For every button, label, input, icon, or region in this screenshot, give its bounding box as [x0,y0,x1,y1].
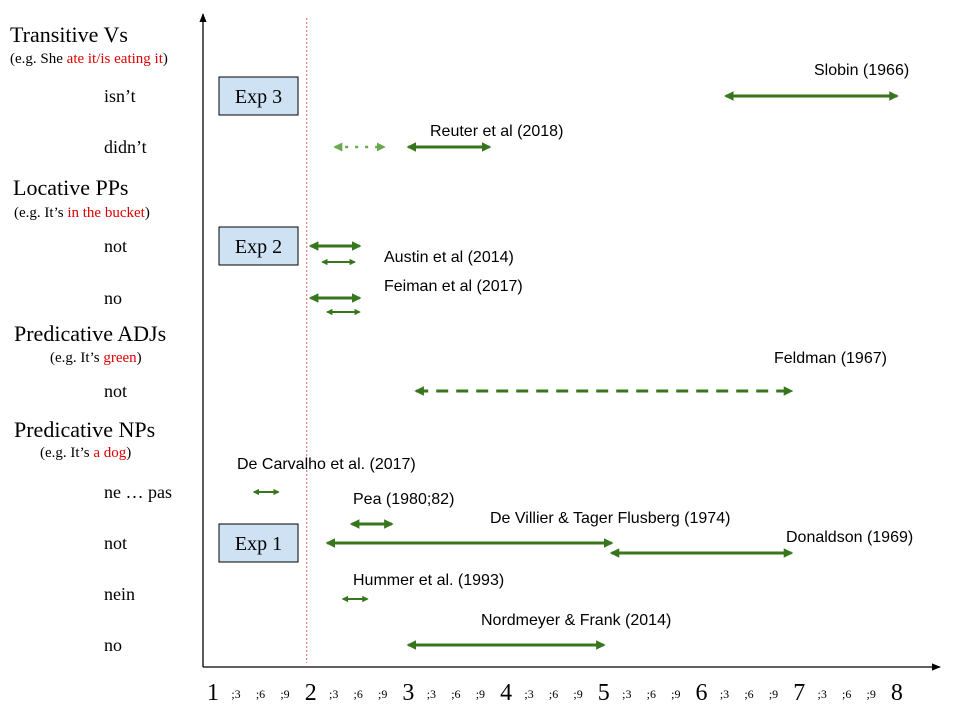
x-tick-minor: ;3 [818,687,827,701]
x-tick-minor: ;6 [354,687,363,701]
row-labels: Transitive Vs (e.g. She ate it/is eating … [10,22,172,655]
x-tick-minor: ;3 [427,687,436,701]
example-suffix: ) [145,205,150,221]
row-label: not [104,533,127,553]
example-prefix: (e.g. It’s [14,205,67,221]
category-example: (e.g. It’s a dog) [40,445,131,461]
x-tick-major-7: 7 [793,680,805,706]
category-title: Predicative NPs [14,417,155,442]
x-tick-minor: ;9 [573,687,582,701]
example-prefix: (e.g. It’s [50,350,103,366]
category-example: (e.g. It’s in the bucket) [14,205,150,221]
x-tick-minor: ;6 [842,687,851,701]
study-label: Feiman et al (2017) [384,278,523,295]
x-tick-minor: ;9 [476,687,485,701]
example-suffix: ) [163,51,168,67]
example-suffix: ) [137,350,142,366]
x-tick-major-8: 8 [891,680,903,706]
study-label: Reuter et al (2018) [430,123,563,140]
row-label: no [104,635,122,655]
x-tick-major-6: 6 [696,680,708,706]
row-label: not [104,381,127,401]
x-tick-minor: ;3 [231,687,240,701]
study-label: Pea (1980;82) [353,491,454,508]
x-tick-major-3: 3 [402,680,414,706]
x-tick-minor: ;9 [280,687,289,701]
study-label: Hummer et al. (1993) [353,572,504,589]
row-label: no [104,288,122,308]
category-title: Transitive Vs [10,22,128,47]
x-tick-minor: ;6 [647,687,656,701]
x-tick-minor: ;6 [451,687,460,701]
row-label: not [104,236,127,256]
x-tick-minor: ;9 [769,687,778,701]
x-tick-minor: ;6 [256,687,265,701]
study-label: Austin et al (2014) [384,249,514,266]
x-tick-major-1: 1 [207,680,219,706]
example-highlight: a dog [93,445,126,461]
experiment-box [218,76,299,116]
study-label: Feldman (1967) [774,350,887,367]
example-prefix: (e.g. She [10,51,67,67]
experiment-label: Exp 2 [235,236,282,258]
study-ranges: Slobin (1966) Reuter et al (2018) Austin e… [237,62,913,650]
study-label: Slobin (1966) [814,62,909,79]
experiment-boxes: Exp 3 Exp 2 Exp 1 [218,76,299,563]
x-tick-minor: ;3 [720,687,729,701]
example-highlight: ate it/is eating it [67,51,164,67]
example-highlight: in the bucket [67,205,145,221]
x-tick-major-2: 2 [305,680,317,706]
x-tick-minor: ;6 [549,687,558,701]
study-label: Nordmeyer & Frank (2014) [481,612,671,629]
row-label: nein [104,584,135,604]
x-tick-minor: ;9 [671,687,680,701]
x-tick-major-4: 4 [500,680,512,706]
study-label: De Villier & Tager Flusberg (1974) [490,510,730,527]
x-tick-minor: ;3 [329,687,338,701]
x-tick-minor: ;3 [524,687,533,701]
x-tick-minor: ;6 [744,687,753,701]
category-example: (e.g. It’s green) [50,350,142,366]
row-label: isn’t [104,86,136,106]
study-label: Donaldson (1969) [786,529,913,546]
x-tick-minor: ;9 [378,687,387,701]
example-suffix: ) [126,445,131,461]
experiment-label: Exp 3 [235,86,282,108]
experiment-box [218,226,299,266]
category-title: Predicative ADJs [14,321,166,346]
x-tick-major-5: 5 [598,680,610,706]
x-tick-minor: ;3 [622,687,631,701]
example-prefix: (e.g. It’s [40,445,93,461]
experiment-box [218,523,299,563]
row-label: ne … pas [104,482,172,502]
example-highlight: green [103,350,137,366]
category-example: (e.g. She ate it/is eating it) [10,51,168,67]
experiment-label: Exp 1 [235,533,282,555]
row-label: didn’t [104,137,147,157]
x-tick-minor: ;9 [867,687,876,701]
category-title: Locative PPs [13,175,129,200]
x-axis-ticks: 1 ;3 ;6 ;9 2 ;3 ;6 ;9 3 ;3 ;6 ;9 4 ;3 ;6 ;9 5 ;3 ;6 ;9 6 ;3 ;6… [207,680,903,706]
study-label: De Carvalho et al. (2017) [237,456,416,473]
axes [199,13,941,671]
